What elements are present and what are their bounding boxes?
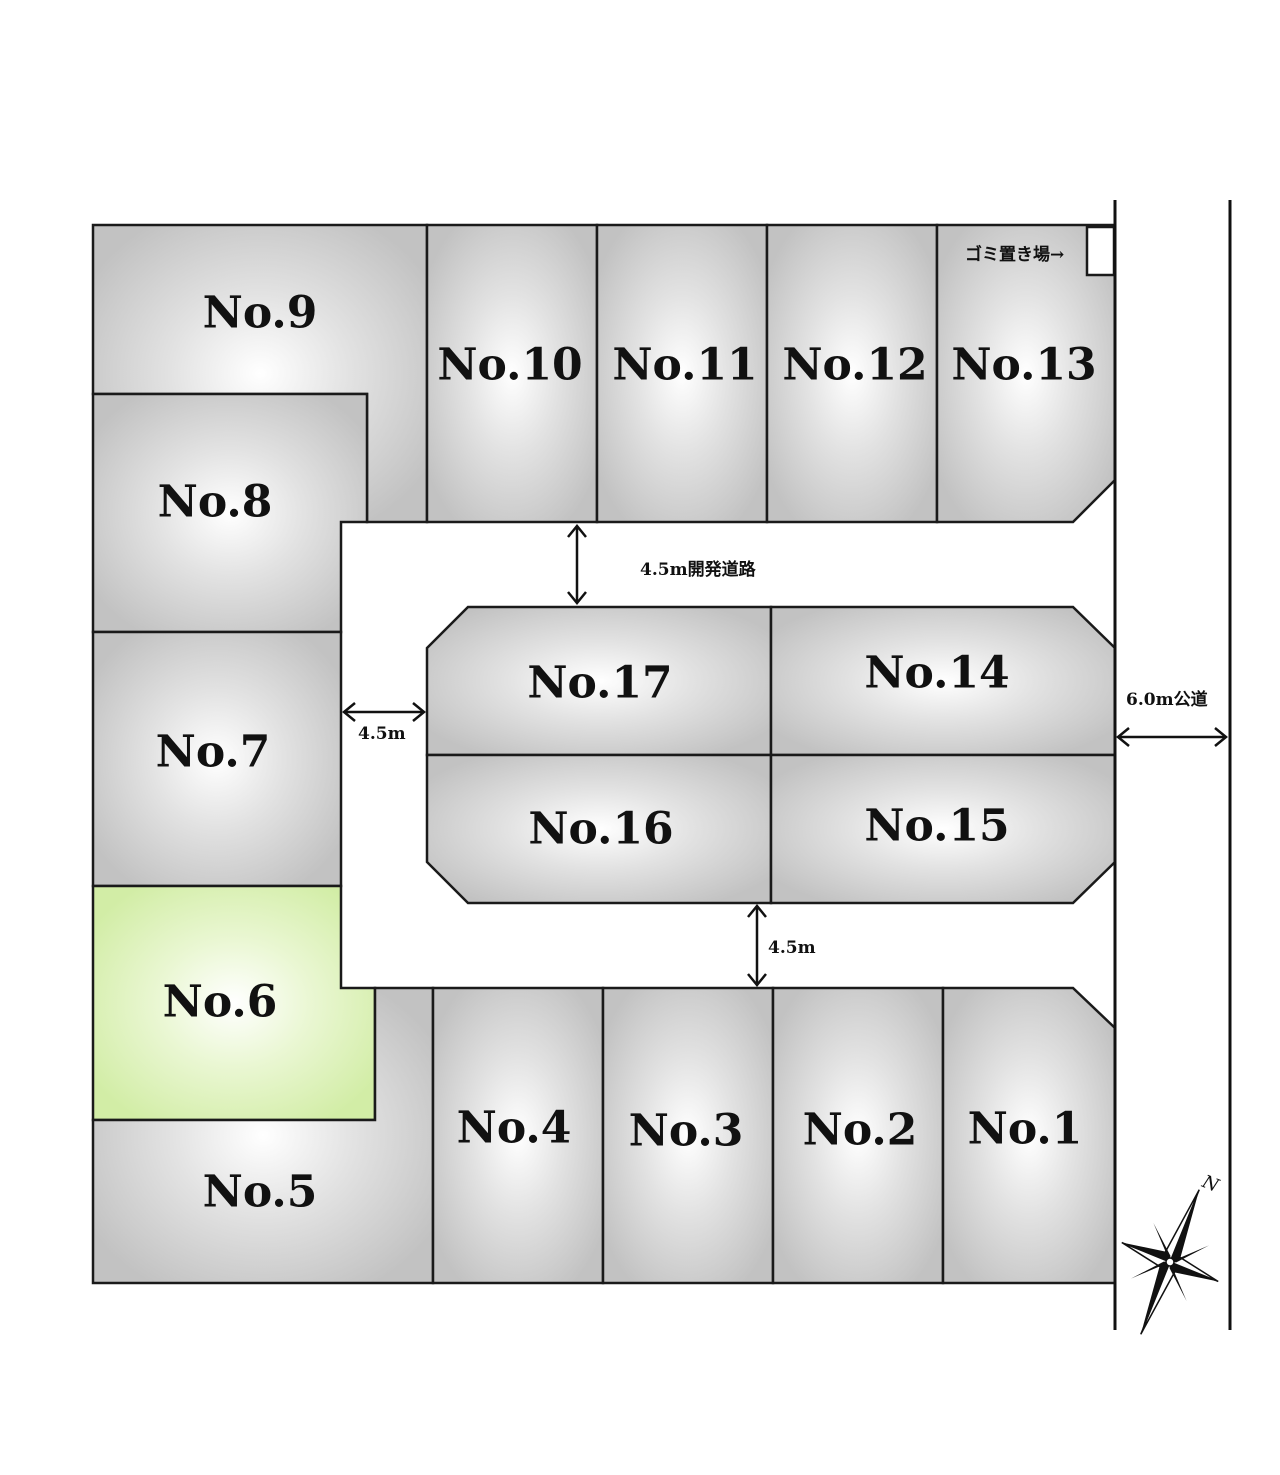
lot-no4-label: No.4 bbox=[457, 1103, 572, 1154]
lot-no9-label: No.9 bbox=[203, 288, 318, 339]
lot-no15 bbox=[769, 753, 1117, 905]
lot-no17-label: No.17 bbox=[527, 658, 672, 709]
lot-no13 bbox=[935, 223, 1117, 524]
south-road-width-label: 4.5m bbox=[768, 938, 816, 958]
lot-no11-label: No.11 bbox=[612, 340, 757, 391]
lot-no1-label: No.1 bbox=[968, 1104, 1083, 1155]
west-road-width-arrow bbox=[342, 702, 426, 722]
lot-no12-label: No.12 bbox=[782, 340, 927, 391]
lot-no15-label: No.15 bbox=[864, 801, 1009, 852]
lot-no10-label: No.10 bbox=[437, 340, 582, 391]
lot-no6-label: No.6 bbox=[163, 977, 278, 1028]
south-road-width-arrow bbox=[747, 904, 767, 987]
public-road-width-label: 6.0m公道 bbox=[1126, 689, 1208, 710]
lot-no8-label: No.8 bbox=[158, 477, 273, 528]
dev-road-width-label: 4.5m開発道路 bbox=[640, 559, 757, 580]
compass-north-label: N bbox=[1198, 1171, 1223, 1197]
lot-no2-label: No.2 bbox=[803, 1105, 918, 1156]
lot-no16-label: No.16 bbox=[528, 804, 673, 855]
lot-no5-label: No.5 bbox=[203, 1167, 318, 1218]
lot-no14-label: No.14 bbox=[864, 648, 1009, 699]
compass-rose-icon bbox=[1121, 1189, 1219, 1335]
dev-road-width-arrow bbox=[567, 524, 587, 605]
lot-no3-label: No.3 bbox=[629, 1106, 744, 1157]
west-road-width-label: 4.5m bbox=[358, 724, 406, 744]
lot-no13-label: No.13 bbox=[951, 340, 1096, 391]
garbage-point-label: ゴミ置き場→ bbox=[965, 244, 1064, 265]
lot-no16 bbox=[425, 753, 773, 905]
public-road-width-arrow bbox=[1116, 727, 1228, 747]
garbage-point-box bbox=[1085, 225, 1116, 277]
lot-no7-label: No.7 bbox=[156, 727, 271, 778]
